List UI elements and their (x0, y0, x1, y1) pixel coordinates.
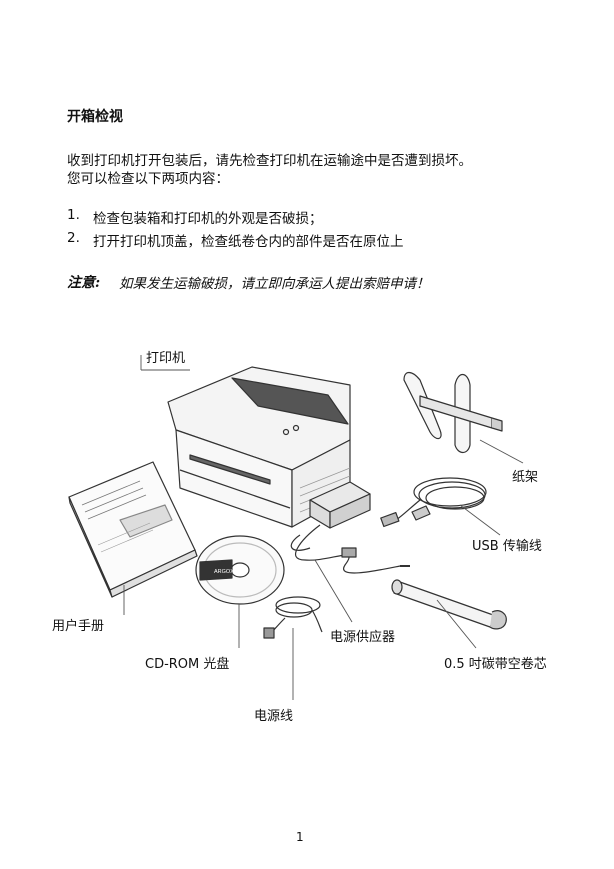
checklist-item-1: 检查包装箱和打印机的外观是否破损； (93, 211, 323, 227)
ribbon-core-illustration (391, 579, 507, 630)
printer-illustration (167, 366, 351, 528)
power-supply-illustration (290, 481, 410, 574)
label-power-cord: 电源线 (254, 709, 294, 724)
section-heading: 开箱检视 (67, 109, 123, 125)
user-manual-illustration (68, 461, 198, 598)
note-text: 如果发生运输破损，请立即向承运人提出索赔申请！ (119, 276, 430, 292)
power-cord-illustration (263, 596, 323, 639)
label-ribbon-core: 0.5 吋碳带空卷芯 (444, 657, 547, 672)
label-cdrom: CD-ROM 光盘 (145, 657, 230, 672)
cdrom-illustration (195, 535, 285, 605)
checklist-number-1: 1. (67, 207, 80, 223)
label-paper-holder: 纸架 (512, 470, 539, 485)
label-power-supply: 电源供应器 (330, 630, 396, 645)
label-printer: 打印机 (146, 351, 186, 366)
leader-lines (123, 355, 524, 700)
checklist-item-2: 打开打印机顶盖，检查纸卷仓内的部件是否在原位上 (93, 234, 404, 250)
label-usb-cable: USB 传输线 (472, 539, 542, 554)
label-user-manual: 用户手册 (52, 619, 105, 634)
checklist-number-2: 2. (67, 230, 80, 246)
paper-holder-illustration (403, 371, 503, 454)
cd-brand-text: ARGOX (214, 569, 234, 575)
intro-line-2: 您可以检查以下两项内容： (67, 171, 229, 187)
intro-line-1: 收到打印机打开包装后，请先检查打印机在运输途中是否遭到损坏。 (67, 153, 472, 169)
usb-cable-illustration (380, 477, 487, 528)
page-number: 1 (296, 830, 304, 844)
note-label: 注意: (67, 275, 101, 291)
